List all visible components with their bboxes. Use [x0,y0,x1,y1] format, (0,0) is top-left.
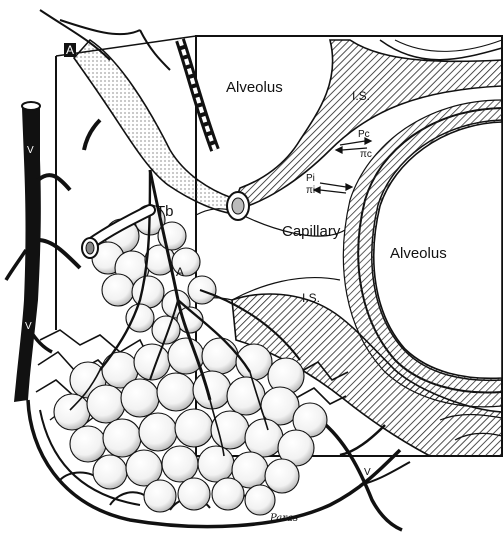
label-tb: Tb [156,204,174,219]
label-v-right: V [364,468,371,478]
label-alveolus-top: Alveolus [226,80,283,95]
label-pi: Pi [306,174,315,184]
label-pc: Pc [358,130,370,140]
label-pi-c: πc [360,150,372,160]
label-interstitial-bottom: I.S. [302,292,320,304]
vein-left [6,102,80,402]
label-interstitial-top: I.S. [352,90,370,102]
label-alveolus-right: Alveolus [390,246,447,261]
artist-signature: Paras [270,514,298,524]
label-capillary: Capillary [282,224,340,239]
label-v-top: V [27,146,34,156]
label-a-top: A [64,43,76,57]
label-a-mid: A [176,266,184,278]
label-pi-i: πi [306,186,315,196]
label-v-mid: V [25,322,32,332]
